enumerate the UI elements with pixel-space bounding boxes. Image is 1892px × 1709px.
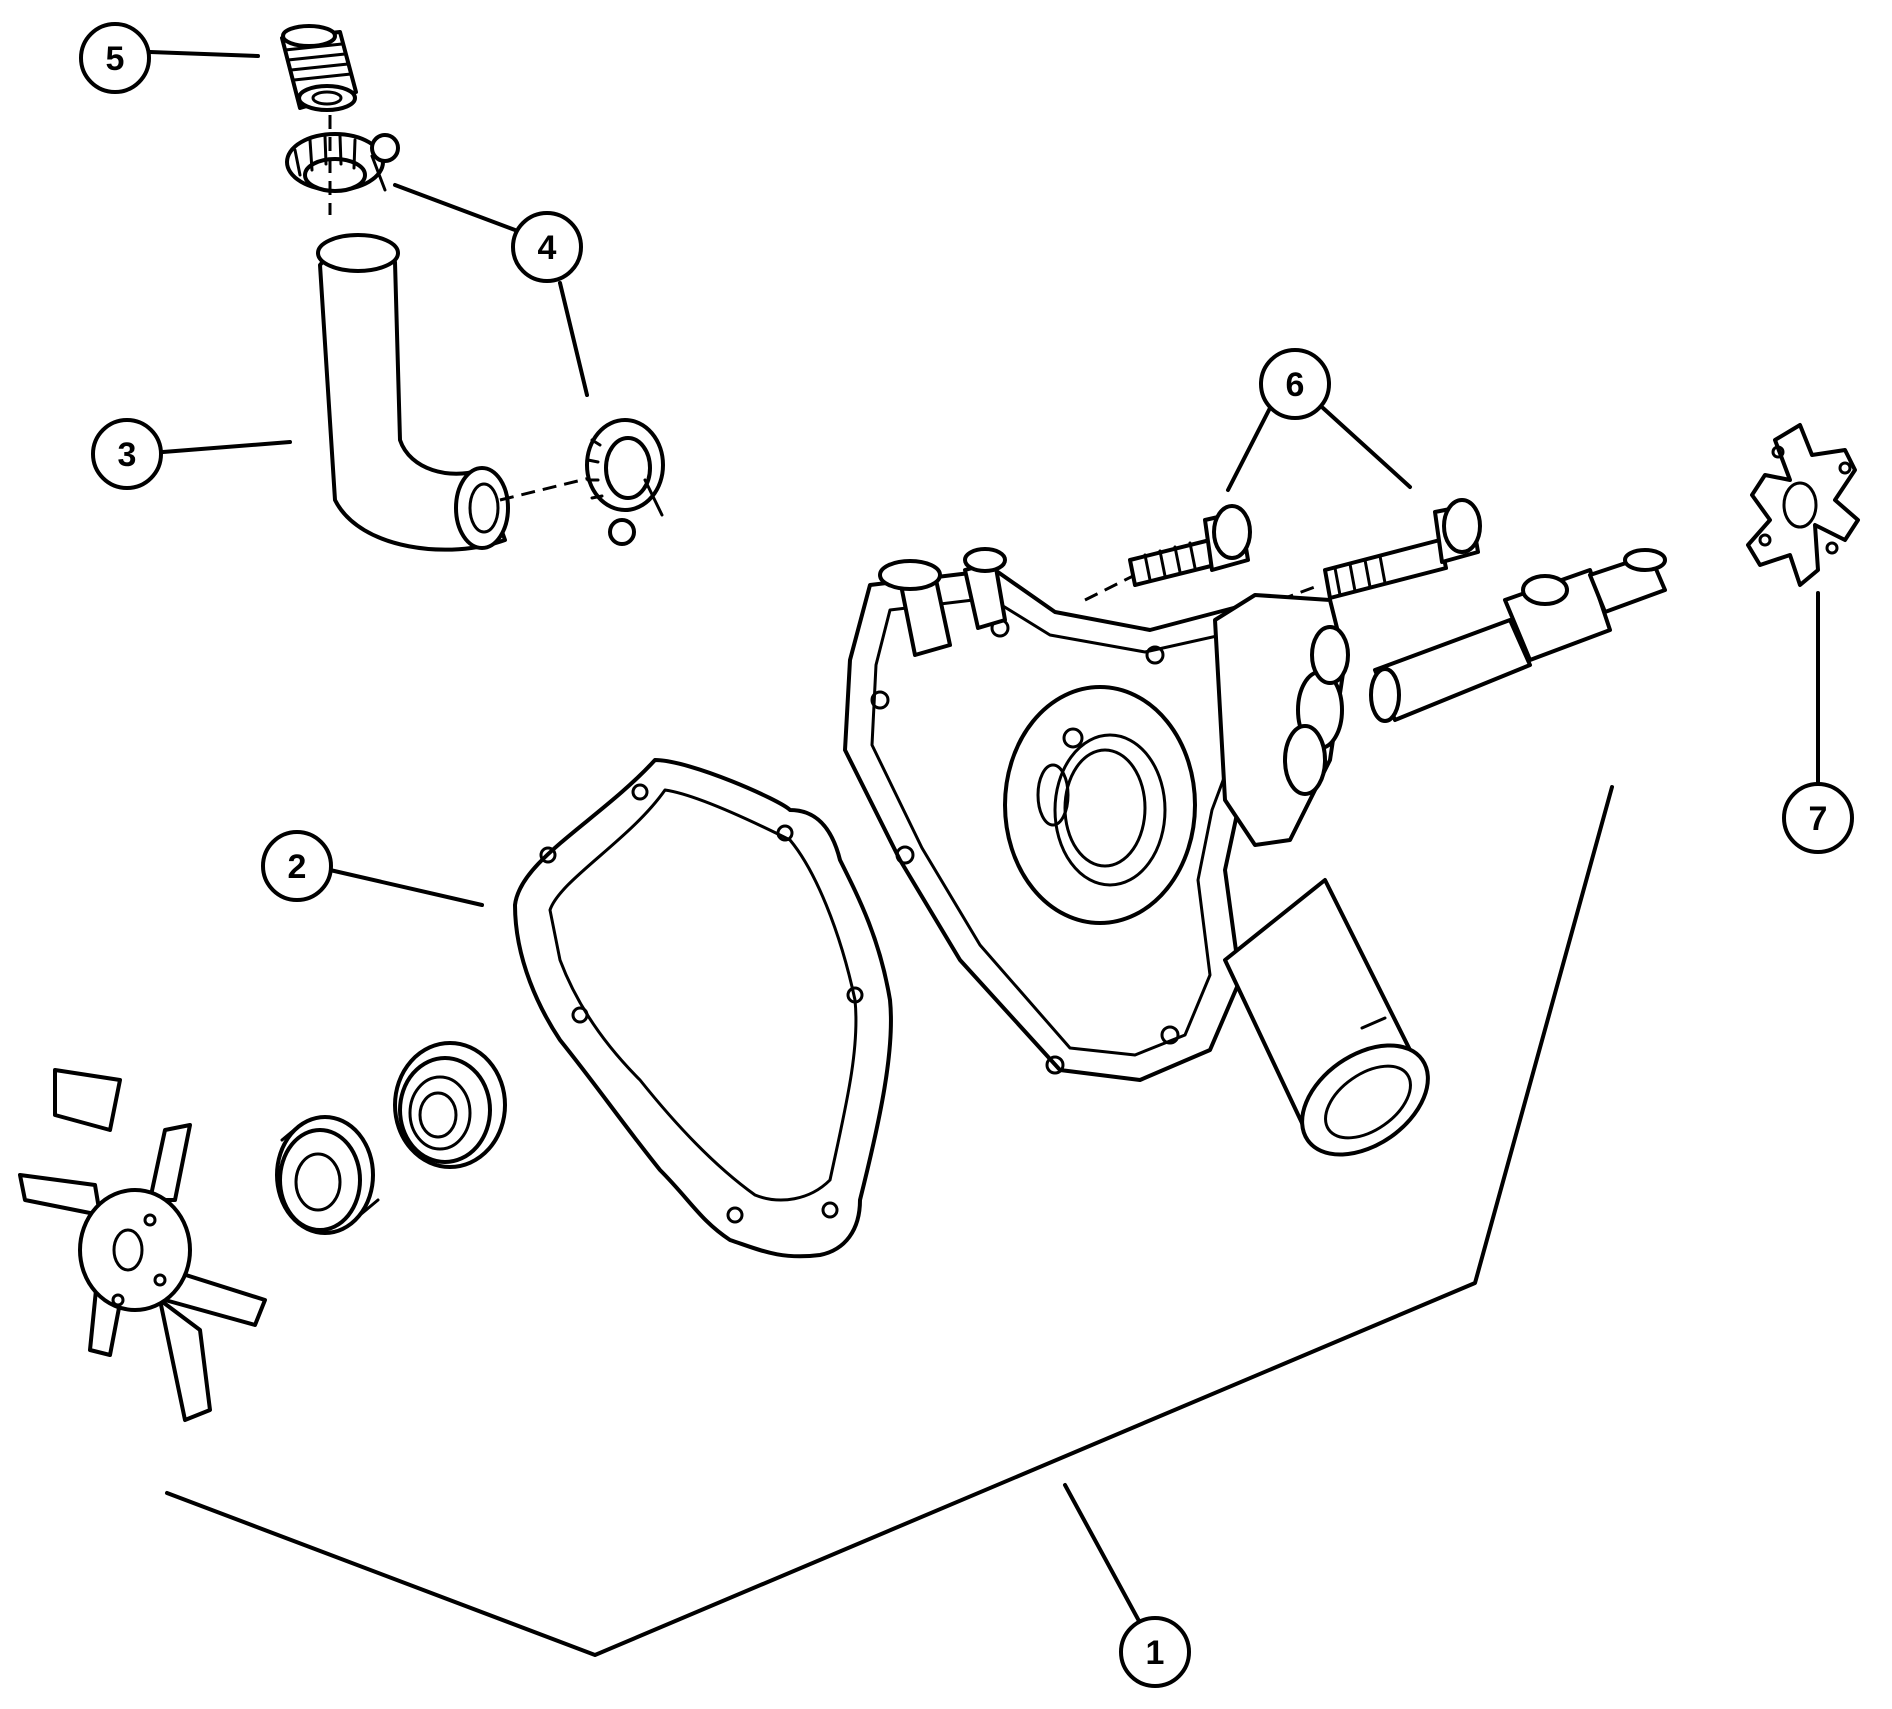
callout-label: 7 (1809, 800, 1828, 838)
spacer-plate-part (1746, 423, 1860, 587)
pump-shaft-part (1369, 548, 1667, 723)
lower-hose-clamp-part (585, 418, 665, 546)
upper-hose-clamp-part (285, 132, 400, 193)
pump-seal-part (275, 1115, 380, 1235)
bypass-hose-part (316, 233, 510, 552)
callout-label: 1 (1146, 1634, 1165, 1672)
gasket-part (513, 758, 893, 1259)
impeller-part (18, 1068, 267, 1422)
bolt-part (1128, 504, 1252, 587)
leader-lines (148, 50, 1820, 1657)
bolt-part (1323, 498, 1482, 600)
callout-label: 4 (538, 229, 557, 267)
pump-housing-part (843, 547, 1430, 1157)
alignment-line (499, 476, 591, 502)
callout-label: 5 (106, 40, 125, 78)
callout-label: 6 (1286, 366, 1305, 404)
callout-label: 3 (118, 436, 137, 474)
callout-6: 6 (1259, 348, 1331, 420)
pump-bearing-part (393, 1041, 507, 1169)
callout-7: 7 (1782, 782, 1854, 854)
callout-label: 2 (288, 848, 307, 886)
callout-4: 4 (511, 211, 583, 283)
callout-2: 2 (261, 830, 333, 902)
callout-1: 1 (1119, 1616, 1191, 1688)
fitting-part (280, 24, 358, 112)
callout-3: 3 (91, 418, 163, 490)
callout-5: 5 (79, 22, 151, 94)
